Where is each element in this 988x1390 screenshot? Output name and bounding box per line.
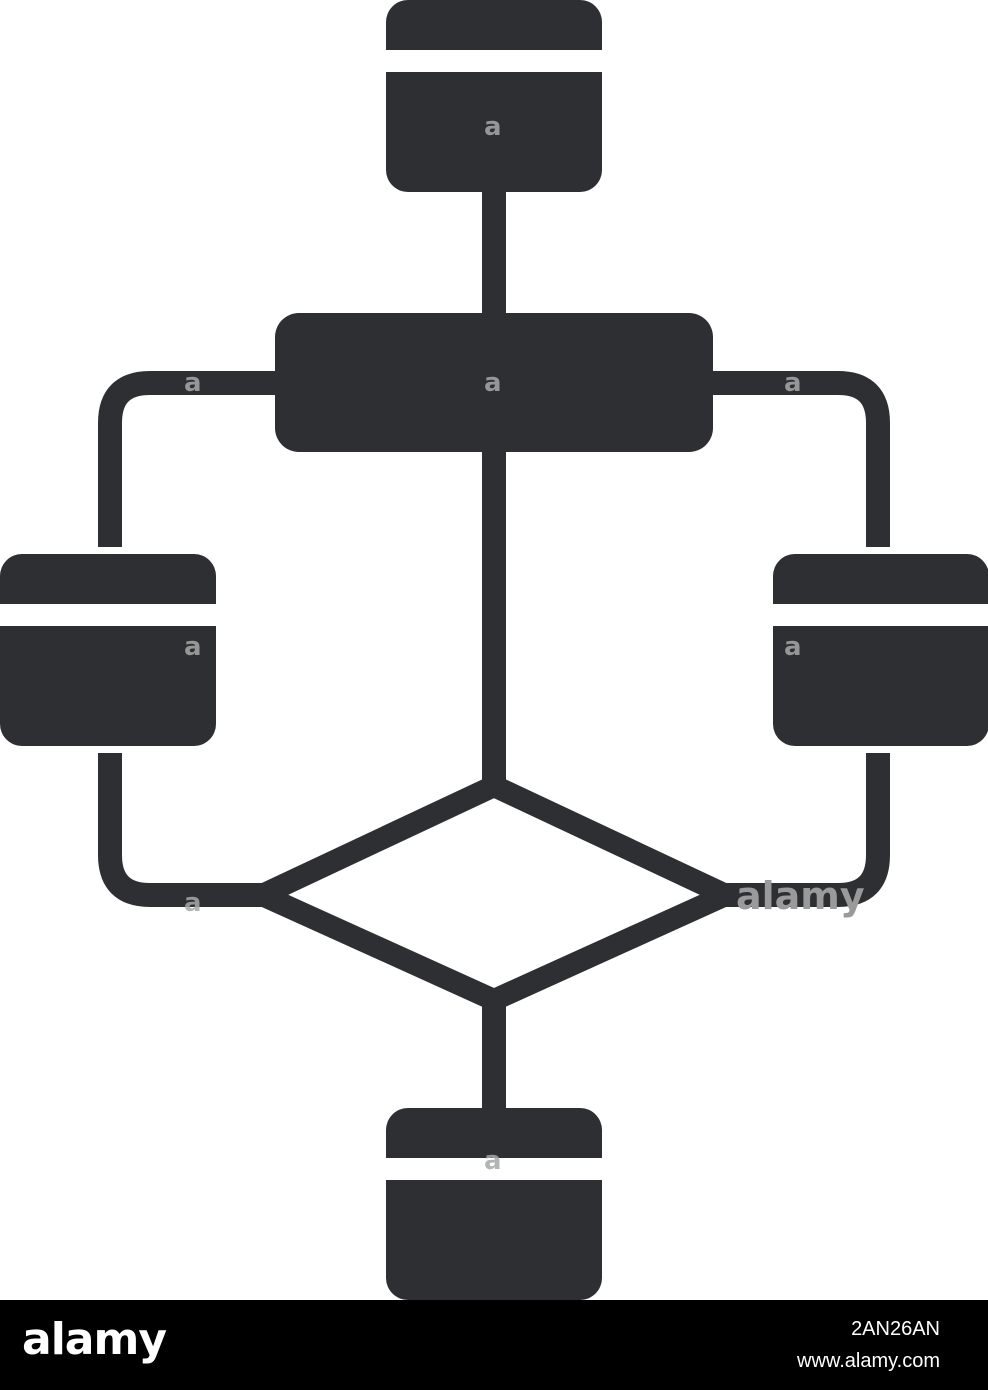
watermark-glyph: a xyxy=(784,368,802,398)
watermark-glyph: a xyxy=(184,368,202,398)
flowchart-glyph-icon xyxy=(0,0,988,1300)
node-bottom-window xyxy=(386,1108,602,1300)
node-right-window xyxy=(773,554,988,746)
edge-process-to-right xyxy=(706,371,890,547)
watermark-glyph: a xyxy=(484,1146,502,1176)
footer-image-id: 2AN26AN xyxy=(851,1318,940,1340)
edge-left-to-decision xyxy=(98,753,262,907)
edge-right-to-decision xyxy=(726,753,890,907)
watermark-glyph: a xyxy=(484,112,502,142)
node-left-window xyxy=(0,554,216,746)
edge-process-to-left xyxy=(98,371,282,547)
watermark-glyph: a xyxy=(784,632,802,662)
node-top-window xyxy=(386,0,602,192)
node-process xyxy=(275,313,713,452)
watermark-brand: alamy xyxy=(736,874,865,918)
watermark-glyph: a xyxy=(184,632,202,662)
flowchart-diagram: a a a a a a a a alamy xyxy=(0,0,988,1300)
watermark-glyph: a xyxy=(184,888,202,918)
footer-site-url: www.alamy.com xyxy=(797,1350,940,1372)
stock-footer: alamy 2AN26AN www.alamy.com xyxy=(0,1300,988,1390)
footer-brand-logo: alamy xyxy=(22,1314,167,1365)
watermark-glyph: a xyxy=(484,368,502,398)
node-decision xyxy=(235,773,753,1013)
